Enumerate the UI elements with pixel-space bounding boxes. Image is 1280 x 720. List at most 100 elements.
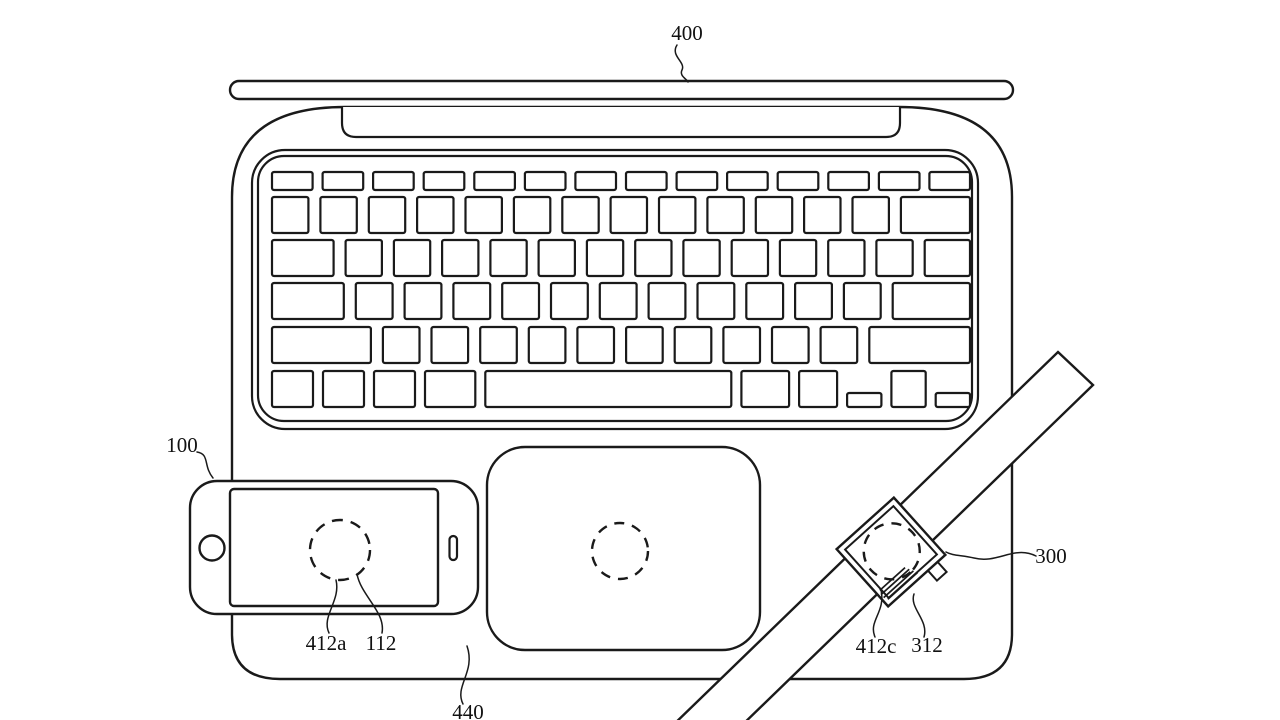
keyboard-key	[851, 195, 891, 235]
leader-line-412c	[872, 589, 883, 638]
leader-line-100	[196, 451, 214, 479]
trackpad-coil-circle	[590, 521, 650, 581]
keyboard-key	[441, 238, 480, 278]
keyboard-key	[321, 369, 366, 409]
keyboard-key	[842, 281, 882, 321]
charging-coil-indicators	[308, 518, 650, 582]
keyboard-key	[827, 170, 870, 192]
keyboard-key	[367, 195, 407, 235]
keyboard-key	[574, 170, 618, 192]
leader-line-400	[674, 44, 689, 83]
keyboard-key	[778, 238, 818, 278]
keyboard-key	[537, 238, 576, 278]
keyboard-key	[675, 170, 719, 192]
keyboard-keys	[270, 170, 972, 409]
keyboard-key	[422, 170, 466, 192]
keyboard-key	[682, 238, 721, 278]
leader-line-300	[945, 551, 1037, 560]
phone-earpiece-icon	[448, 534, 459, 562]
leader-line-440	[460, 645, 470, 705]
keyboard-key	[585, 238, 625, 278]
keyboard-key	[673, 325, 713, 365]
laptop-hinge-recess	[340, 107, 902, 139]
keyboard-key	[868, 325, 972, 365]
keyboard-key	[740, 369, 791, 409]
phone-screen	[228, 487, 440, 608]
ref-label-412c: 412c	[856, 634, 897, 658]
keyboard-key	[392, 238, 432, 278]
keyboard-key	[319, 195, 358, 235]
keyboard-key	[270, 281, 345, 321]
keyboard-key	[657, 195, 697, 235]
keyboard-key	[793, 281, 833, 321]
keyboard-key	[877, 170, 921, 192]
keyboard-key	[354, 281, 394, 321]
ref-label-112: 112	[366, 631, 397, 655]
keyboard-key	[845, 391, 883, 409]
keyboard-key	[722, 325, 762, 365]
keyboard-key	[745, 281, 785, 321]
watch	[834, 495, 949, 609]
keyboard-key	[725, 170, 769, 192]
trackpad	[485, 445, 762, 652]
keyboard-key	[479, 325, 518, 365]
keyboard-key	[270, 195, 310, 235]
laptop-lid	[228, 79, 1015, 101]
keyboard-key	[776, 170, 820, 192]
keyboard-key	[403, 281, 443, 321]
leader-line-412a	[326, 579, 338, 634]
keyboard-key	[706, 195, 745, 235]
keyboard-key	[576, 325, 616, 365]
leader-line-112	[356, 573, 384, 634]
keyboard-key	[372, 369, 417, 409]
phone-home-button	[198, 534, 226, 562]
keyboard-key	[890, 369, 927, 409]
keyboard-key	[452, 281, 492, 321]
keyboard-key	[416, 195, 455, 235]
phone	[188, 479, 480, 616]
reference-labels: 400 100 412a 112 440 300 412c 312	[166, 21, 1067, 720]
keyboard-key	[270, 369, 315, 409]
keyboard-key	[598, 281, 638, 321]
keyboard-key	[754, 195, 794, 235]
keyboard-key	[899, 195, 972, 235]
keyboard-key	[423, 369, 477, 409]
keyboard-key	[802, 195, 842, 235]
keyboard-key	[696, 281, 736, 321]
keyboard-key	[923, 238, 972, 278]
reference-leader-lines	[196, 44, 1037, 705]
keyboard-key	[549, 281, 589, 321]
keyboard-key	[647, 281, 687, 321]
keyboard-key	[770, 325, 810, 365]
ref-label-100: 100	[166, 433, 198, 457]
keyboard-key	[797, 369, 839, 409]
keyboard-key	[270, 170, 314, 192]
keyboard-key	[523, 170, 567, 192]
ref-label-400: 400	[671, 21, 703, 45]
keyboard-key	[381, 325, 421, 365]
ref-label-412a: 412a	[306, 631, 348, 655]
ref-label-440: 440	[452, 700, 484, 720]
keyboard-key	[270, 325, 373, 365]
keyboard-key	[489, 238, 528, 278]
keyboard-key	[473, 170, 516, 192]
keyboard-key	[430, 325, 470, 365]
keyboard-key	[891, 281, 972, 321]
keyboard-key	[484, 369, 733, 409]
keyboard-key	[501, 281, 541, 321]
keyboard-key	[609, 195, 649, 235]
ref-label-312: 312	[911, 633, 943, 657]
keyboard-key	[344, 238, 384, 278]
keyboard-key	[464, 195, 504, 235]
keyboard-key	[634, 238, 673, 278]
keyboard-key	[624, 170, 668, 192]
keyboard-key	[321, 170, 365, 192]
keyboard-key	[827, 238, 866, 278]
phone-coil-circle	[308, 518, 372, 582]
keyboard-key	[270, 238, 335, 278]
ref-label-300: 300	[1035, 544, 1067, 568]
keyboard-key	[372, 170, 415, 192]
watch-coil-circle	[862, 522, 921, 581]
